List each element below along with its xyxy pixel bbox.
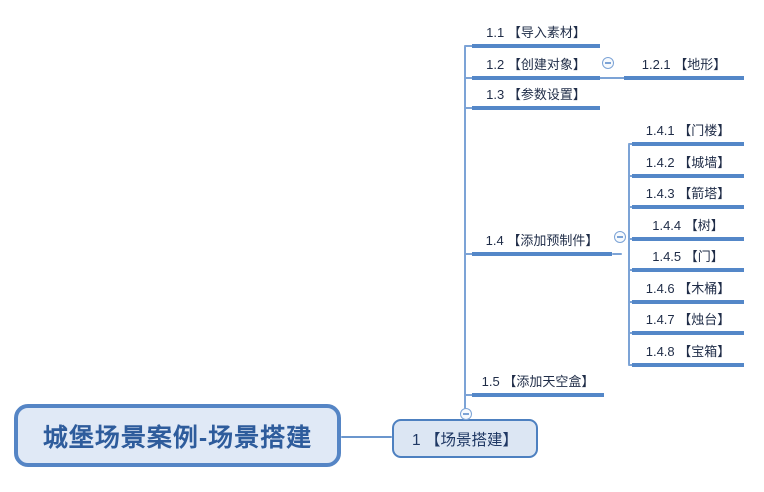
connector-stub-1-4-7 [628, 332, 634, 334]
topic-1-4-2[interactable]: 1.4.2 【城墙】 [632, 154, 744, 178]
connector-stub-1-4-1 [628, 143, 634, 145]
collapse-minus-icon-1-4[interactable] [614, 231, 626, 243]
connector-stub-branch-2 [464, 77, 473, 79]
connector-stub-1-4-2 [628, 175, 634, 177]
connector-stub-branch-5 [464, 394, 473, 396]
central-topic-node[interactable]: 1 【场景搭建】 [392, 419, 538, 458]
topic-1-1[interactable]: 1.1 【导入素材】 [472, 24, 600, 48]
topic-1-4-3[interactable]: 1.4.3 【箭塔】 [632, 185, 744, 209]
connector-1-4-trunk [628, 144, 630, 365]
connector-stub-1-4-5 [628, 269, 634, 271]
connector-stub-1-4-6 [628, 301, 634, 303]
topic-1-4-5[interactable]: 1.4.5 【门】 [632, 248, 744, 272]
topic-1-5[interactable]: 1.5 【添加天空盒】 [472, 373, 604, 397]
connector-stub-branch-4 [464, 253, 473, 255]
topic-1-2-1[interactable]: 1.2.1 【地形】 [624, 56, 744, 80]
topic-1-4-1[interactable]: 1.4.1 【门楼】 [632, 122, 744, 146]
connector-stub-1-4-3 [628, 206, 634, 208]
collapse-minus-icon-central[interactable] [460, 408, 472, 420]
topic-1-4-4[interactable]: 1.4.4 【树】 [632, 217, 744, 241]
topic-1-4-6[interactable]: 1.4.6 【木桶】 [632, 280, 744, 304]
connector-1-4-lead [612, 253, 622, 255]
connector-main-trunk [464, 46, 466, 409]
connector-stub-branch-1 [464, 45, 473, 47]
topic-1-4-8[interactable]: 1.4.8 【宝箱】 [632, 343, 744, 367]
topic-1-3[interactable]: 1.3 【参数设置】 [472, 86, 600, 110]
connector-stub-1-4-8 [628, 364, 634, 366]
root-topic-node[interactable]: 城堡场景案例-场景搭建 [14, 404, 341, 467]
topic-1-4[interactable]: 1.4 【添加预制件】 [472, 232, 612, 256]
connector-1-2-to-child [598, 77, 626, 79]
topic-1-4-7[interactable]: 1.4.7 【烛台】 [632, 311, 744, 335]
connector-stub-branch-3 [464, 107, 473, 109]
connector-root-to-central [341, 436, 392, 438]
topic-1-2[interactable]: 1.2 【创建对象】 [472, 56, 600, 80]
collapse-minus-icon-1-2[interactable] [602, 57, 614, 69]
connector-stub-1-4-4 [628, 238, 634, 240]
